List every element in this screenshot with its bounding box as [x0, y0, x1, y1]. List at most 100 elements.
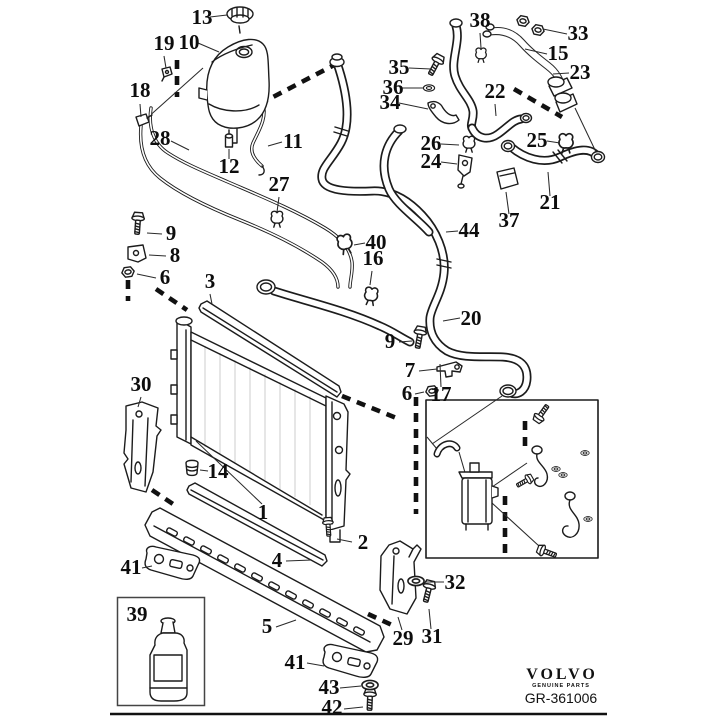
- box-washer-a: [551, 466, 561, 472]
- left-mount-bracket-30: [123, 401, 162, 493]
- callout-34: 34: [380, 90, 402, 114]
- coolant-bottle: [149, 617, 188, 702]
- callout-28: 28: [150, 126, 171, 150]
- expansion-tank-assembly: [135, 6, 270, 148]
- callout-38: 38: [470, 8, 491, 32]
- bleed-nipple-12: [224, 133, 234, 148]
- callout-15: 15: [548, 41, 569, 65]
- hose-branch-fitting: [393, 124, 407, 134]
- callout-2: 2: [358, 530, 369, 554]
- box-washer-c: [580, 450, 590, 456]
- tank-cap-13: [226, 6, 254, 34]
- bolt-42: [362, 687, 378, 712]
- washer-32: [407, 575, 425, 587]
- callout-9-right: 9: [385, 329, 396, 353]
- clip-19: [161, 66, 173, 82]
- callout-35: 35: [389, 55, 410, 79]
- genuine-parts-text: GENUINE PARTS: [532, 683, 590, 689]
- box-hook-bracket-upper: [531, 445, 549, 488]
- radiator-left-tank: [176, 318, 192, 445]
- callout-12: 12: [219, 154, 240, 178]
- radiator-assembly: [170, 300, 351, 567]
- callout-13: 13: [192, 5, 213, 29]
- radiator-hoses: [256, 18, 606, 399]
- lower-crossmember: [144, 507, 385, 653]
- crossmember-slots: [165, 527, 366, 636]
- callout-18: 18: [130, 78, 151, 102]
- callout-32: 32: [445, 570, 466, 594]
- box-bolt-upper: [530, 401, 553, 426]
- hose-22-top-fitting: [449, 18, 463, 28]
- callout-29: 29: [393, 626, 414, 650]
- bolt-35: [424, 51, 447, 79]
- washer-43: [361, 679, 379, 691]
- callout-17: 17: [431, 382, 452, 406]
- callout-5: 5: [262, 614, 273, 638]
- callout-23: 23: [570, 60, 591, 84]
- bracket-34: [427, 100, 460, 125]
- callout-37: 37: [499, 208, 520, 232]
- nut-33-b: [530, 23, 546, 37]
- callout-3: 3: [205, 269, 216, 293]
- box-washer-d: [583, 516, 593, 522]
- callout-numbers: 13 10 19 18 28 11 12 27 35 36 34 38 33 1…: [121, 5, 591, 719]
- callout-33: 33: [568, 21, 589, 45]
- clip-27: [270, 210, 284, 228]
- footer: VOLVO GENUINE PARTS GR-361006: [110, 666, 607, 716]
- callout-24: 24: [421, 149, 443, 173]
- callout-26: 26: [421, 131, 442, 155]
- callout-36: 36: [383, 75, 404, 99]
- right-mount-bracket-29: [379, 540, 422, 615]
- clip-16: [362, 285, 380, 307]
- coolant-bottle-box: [116, 596, 206, 707]
- aux-reservoir-detail-box: [425, 395, 599, 562]
- callout-10: 10: [179, 30, 200, 54]
- callout-41-left: 41: [121, 555, 142, 579]
- side-brackets-and-plates: [123, 401, 422, 679]
- bracket-37: [496, 167, 519, 190]
- pipe-15-23-assembly: [482, 23, 597, 153]
- expansion-tank-10: [206, 38, 270, 129]
- callout-22: 22: [485, 79, 506, 103]
- clip-26: [462, 135, 476, 153]
- washer-36: [422, 84, 436, 92]
- callout-27: 27: [269, 172, 290, 196]
- clip-40: [335, 232, 355, 256]
- callout-44: 44: [459, 218, 481, 242]
- box-washer-b: [558, 472, 568, 478]
- callout-14: 14: [208, 459, 230, 483]
- callout-30: 30: [131, 372, 152, 396]
- bracket-8: [127, 244, 147, 263]
- bolt-9-right: [410, 324, 429, 350]
- callout-31: 31: [422, 624, 443, 648]
- nut-6-left: [120, 265, 136, 279]
- callout-41-right: 41: [285, 650, 306, 674]
- callout-25: 25: [527, 128, 548, 152]
- clamp-38: [475, 47, 487, 64]
- grommet-14: [185, 459, 199, 477]
- box-hook-bracket-lower: [561, 491, 580, 538]
- callout-16: 16: [363, 246, 384, 270]
- callout-39: 39: [127, 602, 148, 626]
- volvo-logo-text: VOLVO: [526, 666, 598, 683]
- callout-43: 43: [319, 675, 340, 699]
- bracket-7: [436, 361, 463, 378]
- callout-6-left: 6: [160, 265, 171, 289]
- box-bolt-middle: [514, 472, 536, 491]
- callout-42: 42: [322, 695, 343, 719]
- callout-8: 8: [170, 243, 181, 267]
- drawing-code: GR-361006: [525, 690, 598, 706]
- bracket-24: [457, 154, 473, 189]
- callout-leader-lines: [136, 14, 570, 710]
- aux-reservoir: [458, 462, 499, 531]
- callout-21: 21: [540, 190, 561, 214]
- callout-9-left: 9: [166, 221, 177, 245]
- fasteners-and-clips: [120, 14, 574, 712]
- bolt-9-left: [130, 211, 146, 236]
- callout-20: 20: [461, 306, 482, 330]
- callout-11: 11: [283, 129, 303, 153]
- callout-6-right: 6: [402, 381, 413, 405]
- callout-40: 40: [366, 230, 387, 254]
